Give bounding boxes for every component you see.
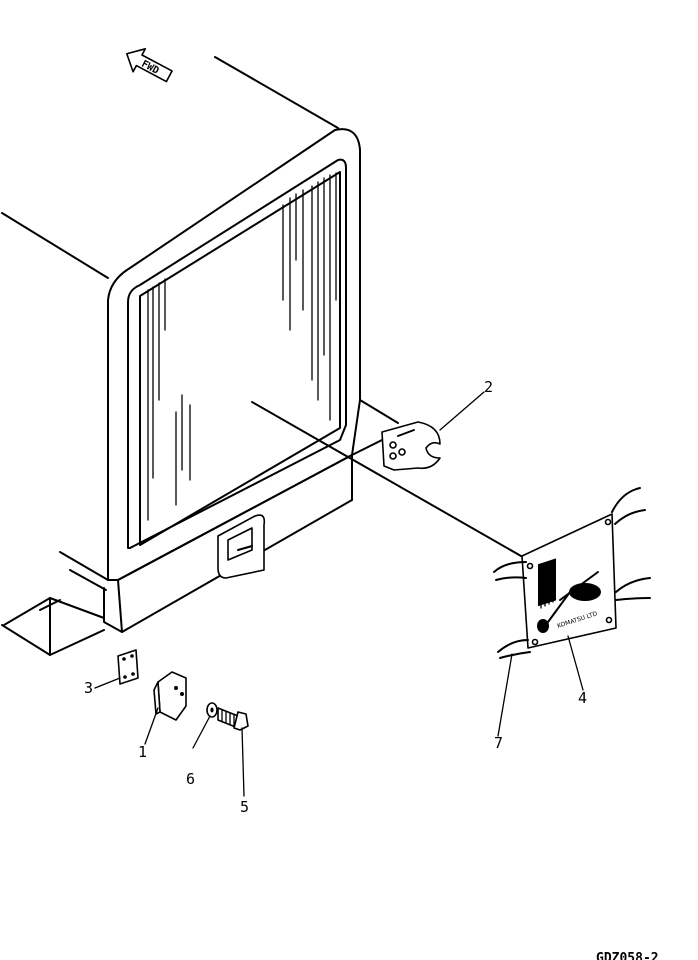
callout-7: 7	[494, 734, 503, 752]
part-1-bracket	[153, 671, 187, 721]
mounted-bracket-front	[217, 514, 266, 579]
part-3-plate	[117, 649, 139, 685]
callout-2: 2	[484, 378, 493, 396]
fwd-arrow-icon: FWD	[126, 48, 173, 83]
part-6-washer	[206, 702, 218, 718]
callout-leaders	[94, 391, 584, 797]
radiator-assembly	[1, 56, 399, 656]
callout-6: 6	[186, 770, 195, 788]
callout-3: 3	[84, 679, 93, 697]
part-5-bolt	[217, 707, 249, 731]
drawing-code: GDZ058-2	[596, 951, 659, 960]
callout-5: 5	[240, 798, 249, 816]
part-2-bracket	[381, 421, 441, 471]
plate-leader-line	[251, 401, 529, 561]
part-4-name-plate: KOMATSU LTD	[493, 487, 651, 659]
callout-1: 1	[138, 743, 147, 761]
callout-4: 4	[578, 689, 587, 707]
